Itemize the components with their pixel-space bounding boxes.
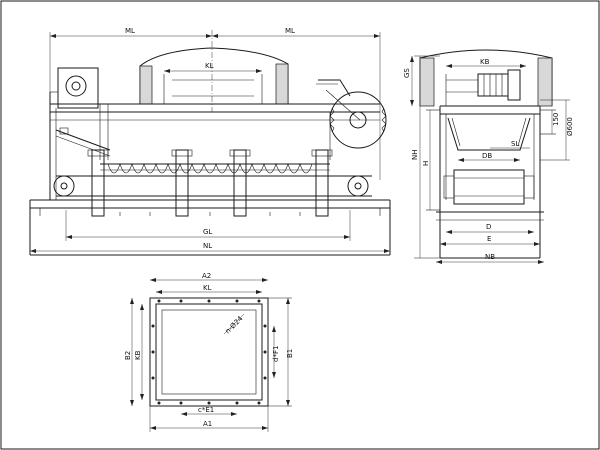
- tail-pulley: [65, 75, 87, 97]
- side-dim-nb: NB: [485, 253, 495, 261]
- side-dim-kb: KB: [480, 58, 490, 66]
- hopper-outline: [139, 47, 289, 104]
- tail-pulley-housing: [57, 67, 99, 109]
- side-dim-150: 150: [552, 113, 560, 126]
- side-dim-e: E: [487, 235, 491, 243]
- plan-flange-inner: [155, 303, 263, 401]
- plan-flange-outer: [149, 297, 269, 407]
- front-dim-gl: GL: [203, 228, 212, 236]
- idler-row: [100, 163, 330, 174]
- hopper-wall-right: [275, 63, 289, 105]
- plan-bolt-note: n-Ø24: [224, 314, 245, 335]
- front-dim-ml-left: ML: [125, 27, 135, 35]
- plan-dim-a2: A2: [202, 272, 211, 280]
- side-roller-block: [453, 169, 525, 205]
- plan-dim-ce1: c*E1: [198, 406, 214, 414]
- post-4: [315, 149, 329, 217]
- plan-opening: [161, 309, 257, 395]
- side-dim-h: H: [422, 161, 430, 166]
- front-dim-ml-right: ML: [285, 27, 295, 35]
- side-dim-gs: GS: [403, 68, 411, 78]
- tail-roller: [53, 175, 75, 197]
- hopper-wall-left: [139, 65, 153, 105]
- plan-bolt-holes: [151, 299, 267, 405]
- side-hopper-wall-right: [537, 57, 553, 107]
- head-roller: [347, 175, 369, 197]
- front-view: ML ML KL: [29, 27, 391, 256]
- front-dim-nl: NL: [203, 242, 212, 250]
- side-dim-dia600: Ø600: [566, 117, 574, 136]
- head-sprocket: [329, 91, 387, 149]
- post-1: [91, 149, 105, 217]
- plan-dim-b2: B2: [124, 351, 132, 360]
- side-dim-sl: SL: [511, 140, 519, 148]
- plan-view: A2 KL n-Ø24 B2: [124, 272, 294, 432]
- plan-dim-kb: KB: [134, 350, 142, 360]
- plan-dim-b1: B1: [286, 349, 294, 358]
- side-dim-nh: NH: [411, 150, 419, 161]
- plan-dim-a1: A1: [203, 420, 212, 428]
- side-chute: [447, 117, 531, 151]
- plan-dim-kl: KL: [203, 284, 212, 292]
- front-dim-kl: KL: [205, 62, 214, 70]
- drive-motor: [477, 73, 509, 97]
- side-dim-d: D: [486, 223, 491, 231]
- post-3: [233, 149, 247, 217]
- plan-dim-df1: d*F1: [272, 346, 280, 362]
- side-dim-db: DB: [482, 152, 492, 160]
- side-hopper-wall-left: [419, 57, 435, 107]
- side-view: KB GS SL DB: [403, 49, 574, 264]
- post-2: [175, 149, 189, 217]
